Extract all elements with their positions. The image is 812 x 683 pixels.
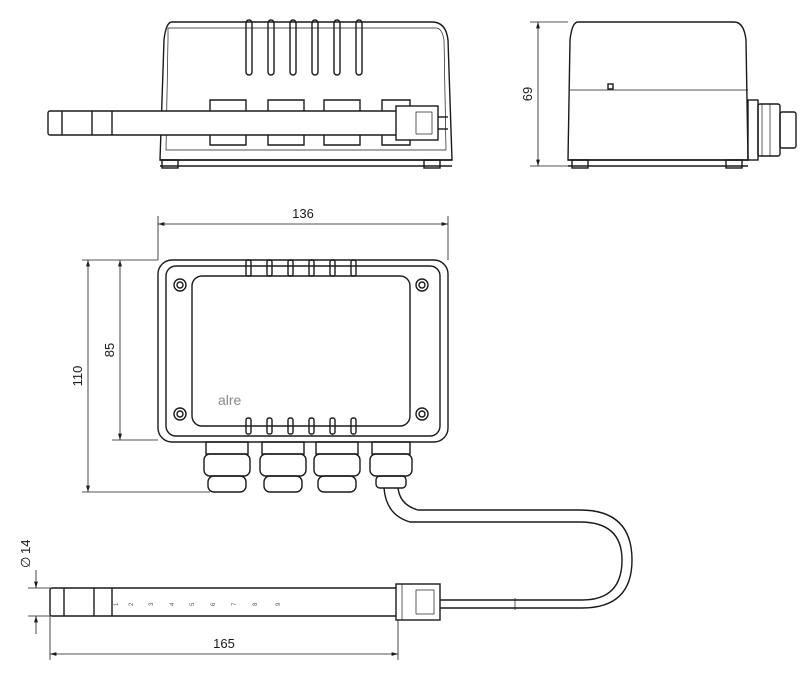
dimension-14-label: 14	[18, 540, 33, 554]
dimension-85: 85	[102, 259, 158, 441]
top-lid	[191, 275, 411, 427]
diameter-symbol: ∅	[18, 557, 33, 568]
probe-connector	[395, 583, 441, 621]
front-vent-slots	[245, 19, 363, 76]
cable-gland-4	[369, 441, 413, 489]
dimension-85-label: 85	[102, 343, 117, 357]
probe-mark-6: 6	[211, 602, 217, 606]
dimension-69-label: 69	[520, 87, 535, 101]
top-cable-glands	[203, 441, 413, 493]
dimension-69: 69	[520, 21, 568, 167]
probe-body	[49, 587, 401, 617]
probe-mark-4: 4	[170, 602, 176, 606]
probe-mark-7: 7	[232, 602, 238, 606]
probe-mark-1: 1	[114, 602, 120, 606]
probe-view: 1 2 3 4 5 6 7 8 9 ∅ 14 1	[18, 540, 441, 660]
side-foot-left	[571, 159, 589, 169]
top-housing-outer	[157, 259, 449, 443]
dimension-136: 136	[157, 206, 449, 260]
cable-gland-1	[203, 441, 251, 493]
top-view: alre	[70, 206, 633, 610]
probe-mark-2: 2	[129, 602, 135, 606]
front-housing-inner	[165, 27, 447, 151]
dimension-110: 110	[70, 259, 210, 493]
side-cable-gland	[747, 99, 797, 161]
probe-mark-9: 9	[276, 602, 282, 606]
front-view	[47, 19, 453, 169]
side-housing	[567, 21, 749, 161]
dimension-110-label: 110	[70, 366, 85, 387]
front-foot-left	[161, 159, 179, 169]
cable-loop-outer	[383, 487, 623, 601]
dimension-165: 165	[49, 616, 399, 660]
probe-mark-8: 8	[253, 602, 259, 606]
probe-mark-3: 3	[149, 602, 155, 606]
dimension-diameter-14: ∅ 14	[18, 540, 50, 634]
front-foot-right	[423, 159, 441, 169]
dimension-136-label: 136	[292, 206, 314, 221]
front-probe	[47, 105, 448, 141]
brand-logo: alre	[218, 392, 242, 408]
side-view: 69	[520, 21, 797, 169]
probe-mark-5: 5	[190, 602, 196, 606]
top-housing-lip	[165, 265, 441, 437]
dimension-165-label: 165	[213, 636, 235, 651]
probe-scale: 1 2 3 4 5 6 7 8 9	[114, 602, 282, 606]
side-foot-right	[725, 159, 743, 169]
cable-gland-3	[313, 441, 361, 493]
side-marker	[607, 83, 614, 90]
cable-loop-inner	[397, 487, 633, 609]
cable-gland-2	[259, 441, 307, 493]
lid-screws	[173, 278, 429, 421]
top-vent-slots	[245, 259, 357, 435]
